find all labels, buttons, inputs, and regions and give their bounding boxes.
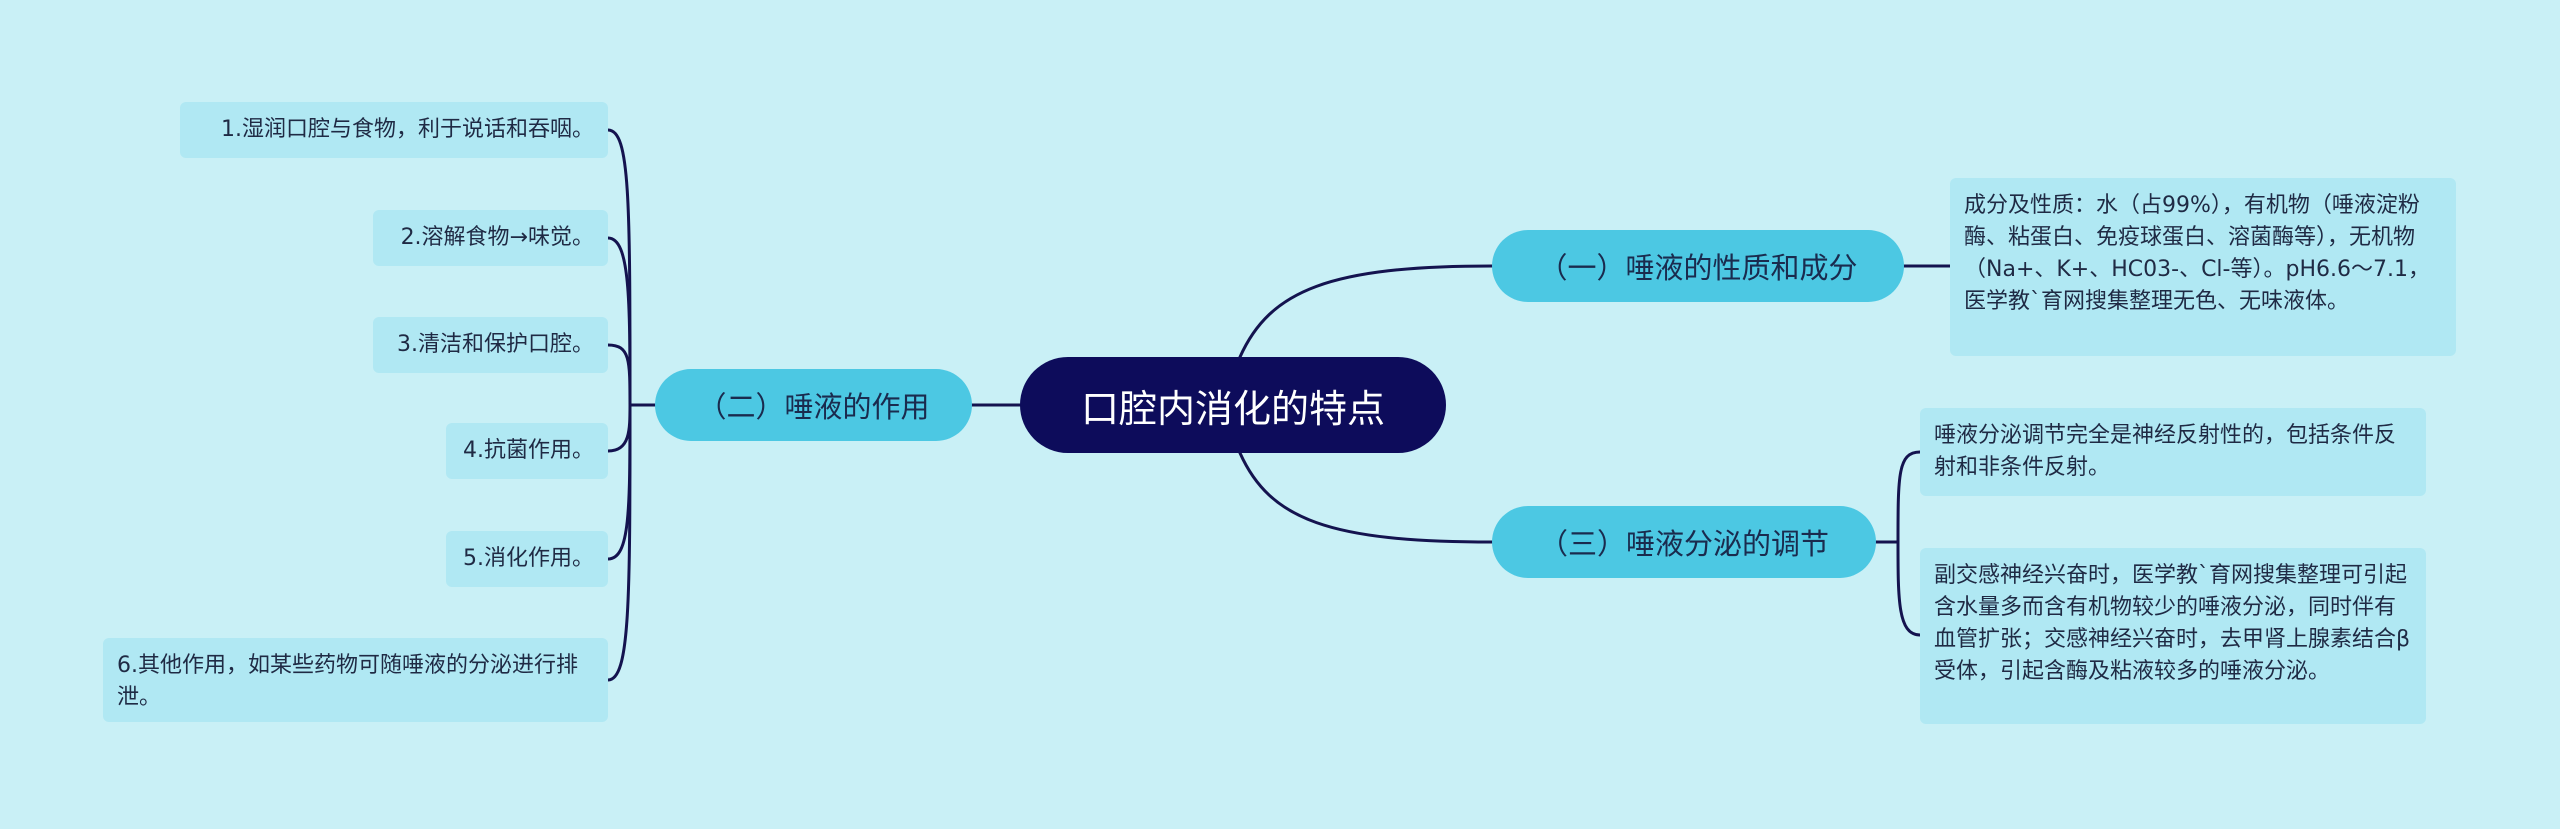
leaf-text: 唾液分泌调节完全是神经反射性的，包括条件反射和非条件反射。 [1934,423,2397,480]
leaf-node[interactable]: 2.溶解食物→味觉。 [373,210,608,266]
branch-node-3[interactable]: （三）唾液分泌的调节 [1492,506,1876,578]
leaf-node[interactable]: 6.其他作用，如某些药物可随唾液的分泌进行排泄。 [103,638,608,722]
branch-node-2[interactable]: （二）唾液的作用 [655,369,972,441]
leaf-text: 5.消化作用。 [463,546,594,571]
branch-label: （一）唾液的性质和成分 [1538,251,1858,285]
branch-node-1[interactable]: （一）唾液的性质和成分 [1492,230,1904,302]
leaf-text: 副交感神经兴奋时，医学教`育网搜集整理可引起含水量多而含有机物较少的唾液分泌，同… [1934,563,2411,684]
leaf-text: 6.其他作用，如某些药物可随唾液的分泌进行排泄。 [117,653,578,710]
connector-root-branch-1 [1238,264,1494,359]
leaf-node[interactable]: 1.湿润口腔与食物，利于说话和吞咽。 [180,102,608,158]
leaf-node[interactable]: 3.清洁和保护口腔。 [373,317,608,373]
leaf-text: 2.溶解食物→味觉。 [400,225,594,250]
connector-branch-2-leaf-1 [606,128,657,407]
connector-branch-2-leaf-3 [606,343,632,407]
root-node[interactable]: 口腔内消化的特点 [1020,357,1446,453]
connector-branch-2-leaf-4 [606,403,632,453]
leaf-text: 3.清洁和保护口腔。 [397,332,594,357]
leaf-node[interactable]: 副交感神经兴奋时，医学教`育网搜集整理可引起含水量多而含有机物较少的唾液分泌，同… [1920,548,2426,724]
branch-label: （二）唾液的作用 [697,390,930,424]
leaf-node[interactable]: 成分及性质：水（占99%），有机物（唾液淀粉酶、粘蛋白、免疫球蛋白、溶菌酶等），… [1950,178,2456,356]
connector-branch-2-leaf-2 [606,236,632,407]
branch-label: （三）唾液分泌的调节 [1538,527,1829,561]
leaf-text: 成分及性质：水（占99%），有机物（唾液淀粉酶、粘蛋白、免疫球蛋白、溶菌酶等），… [1964,193,2430,314]
leaf-node[interactable]: 5.消化作用。 [446,531,608,587]
leaf-node[interactable]: 唾液分泌调节完全是神经反射性的，包括条件反射和非条件反射。 [1920,408,2426,496]
leaf-text: 1.湿润口腔与食物，利于说话和吞咽。 [221,117,594,142]
connector-branch-2-leaf-6 [606,403,632,682]
root-label: 口腔内消化的特点 [1080,386,1385,431]
connector-root-branch-3 [1238,451,1494,544]
connector-branch-3-leaf-2 [1896,540,1922,637]
leaf-text: 4.抗菌作用。 [463,438,594,463]
connector-branch-2-leaf-5 [606,403,632,561]
leaf-node[interactable]: 4.抗菌作用。 [446,423,608,479]
connector-branch-3-leaf-1 [1874,450,1922,544]
